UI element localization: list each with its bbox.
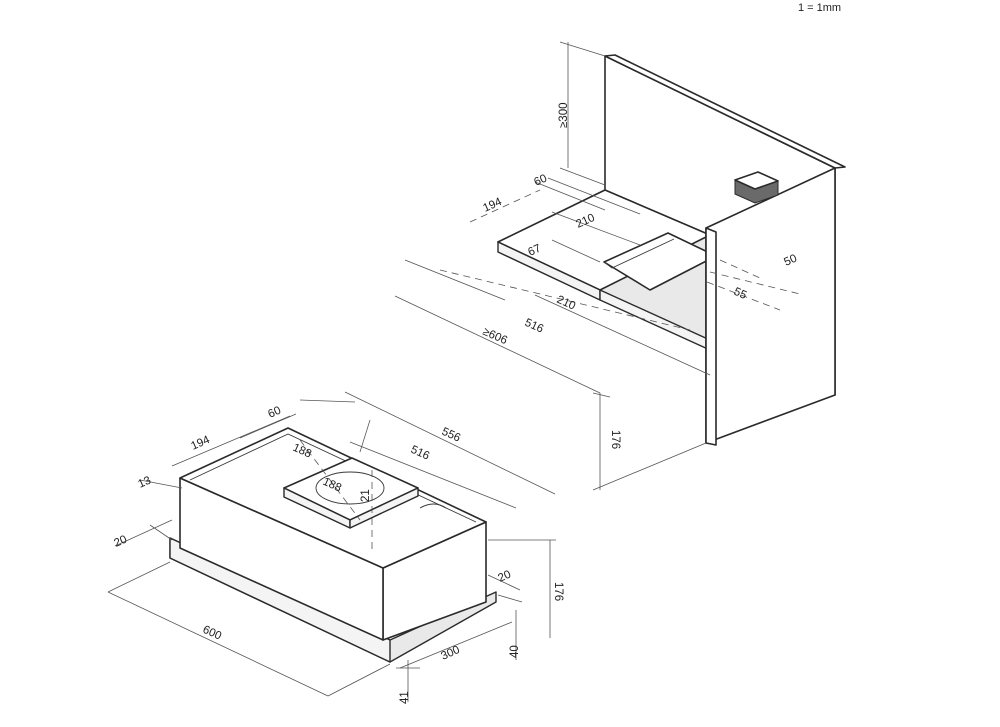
dim-min-300: ≥300 [558, 103, 570, 129]
hood-dim-556: 556 [440, 426, 462, 445]
hood-dim-194: 194 [189, 434, 212, 453]
dim-55: 55 [732, 286, 749, 302]
hood-dim-300: 300 [439, 644, 461, 663]
hood-dim-41: 41 [399, 691, 411, 704]
installation-view: ≥300 60 194 210 67 50 55 210 516 ≥606 17… [394, 41, 846, 491]
hood-view: 60 194 556 188 516 13 188 21 20 20 176 6… [107, 391, 564, 704]
hood-dim-20-right: 20 [496, 569, 513, 585]
dim-210-bottom: 210 [555, 294, 577, 313]
back-wall-top [604, 54, 846, 169]
dim-min-606: ≥606 [481, 326, 509, 347]
hood-dim-60: 60 [266, 405, 283, 421]
hood-dim-20-left: 20 [112, 534, 129, 550]
dim-60: 60 [532, 173, 549, 189]
dim-176: 176 [609, 430, 621, 449]
hood-dim-13: 13 [136, 475, 153, 491]
hood-dim-600: 600 [201, 624, 223, 643]
motor-plate-front [349, 487, 419, 529]
side-panel-edge [705, 227, 717, 446]
hood-dim-516: 516 [409, 444, 431, 463]
dim-67: 67 [526, 243, 543, 259]
dim-516: 516 [523, 317, 545, 336]
hood-dim-40: 40 [509, 645, 521, 658]
outlet-circle [315, 471, 385, 505]
hood-dim-176: 176 [552, 582, 564, 601]
cable-box-front [734, 171, 779, 190]
flap-icon [419, 503, 447, 509]
dim-50: 50 [782, 253, 799, 269]
hood-dim-21: 21 [360, 489, 372, 502]
scale-note: 1 = 1mm [798, 2, 841, 14]
